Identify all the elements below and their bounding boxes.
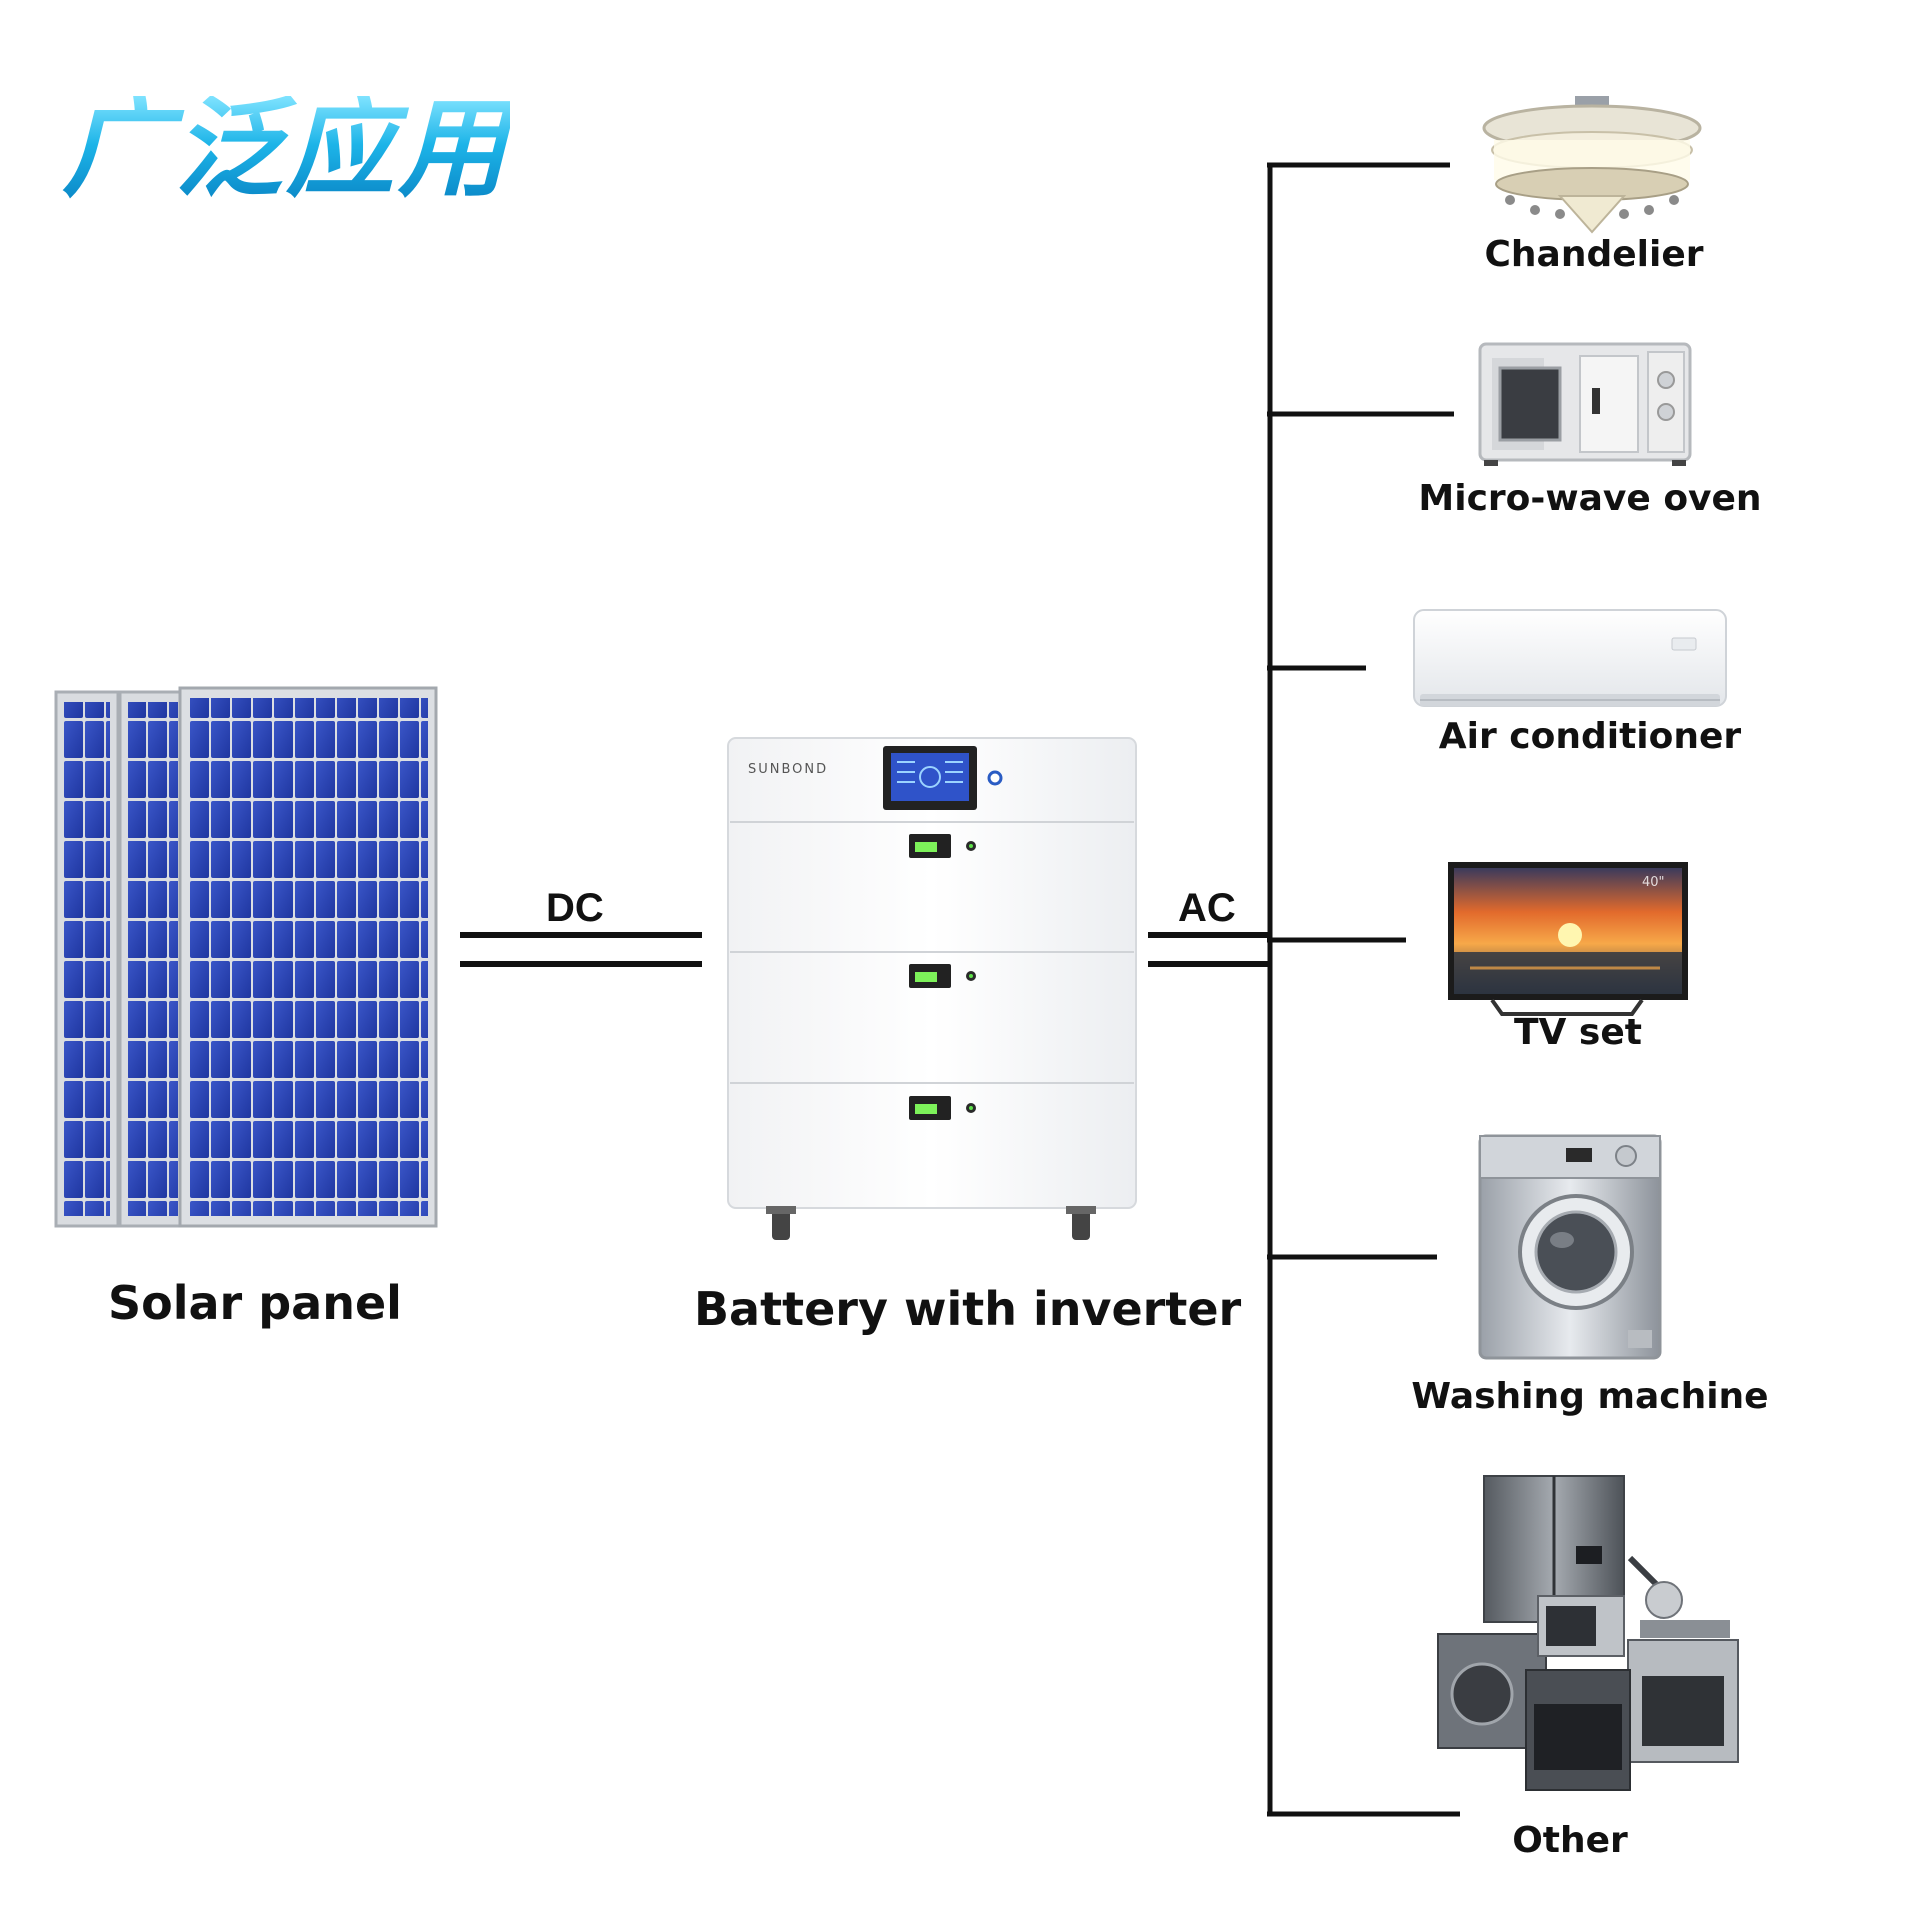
solar-panel-icon [54, 686, 438, 1228]
page-title: 广泛应用 [62, 87, 511, 212]
appliance-label-chandelier: Chandelier [1484, 234, 1704, 275]
ac-distribution-bus [1267, 162, 1460, 1817]
solar-panel-front [178, 686, 438, 1228]
solar-panel-label: Solar panel [108, 1276, 402, 1330]
battery-module-3 [909, 1096, 976, 1120]
solar-panel-middle [118, 690, 188, 1228]
dc-label: DC [546, 886, 604, 930]
appliance-label-washing-machine: Washing machine [1411, 1376, 1769, 1417]
battery-inverter-icon [727, 737, 1137, 1240]
chandelier-icon [1482, 96, 1702, 234]
battery-label: Battery with inverter [694, 1282, 1242, 1336]
power-button-icon [987, 770, 1003, 786]
appliance-label-other: Other [1512, 1820, 1628, 1861]
appliance-label-microwave: Micro-wave oven [1418, 478, 1762, 519]
wheels-icon [766, 1206, 1096, 1240]
tv-screen-text: 40" [1642, 875, 1665, 890]
tv-icon: 40" [1448, 862, 1688, 1016]
air-conditioner-icon [1413, 609, 1727, 707]
washing-machine-icon [1478, 1134, 1662, 1360]
battery-module-1 [909, 834, 976, 858]
appliances-group-icon [1437, 1475, 1739, 1791]
battery-module-2 [909, 964, 976, 988]
ac-connection [1148, 932, 1270, 967]
dc-connection [460, 932, 702, 967]
microwave-icon [1478, 342, 1692, 466]
solar-panel-back [54, 690, 120, 1228]
brand-label: SUNBOND [748, 762, 829, 777]
appliance-label-tv: TV set [1513, 1012, 1642, 1053]
ac-label: AC [1178, 886, 1236, 930]
appliance-label-air-conditioner: Air conditioner [1438, 716, 1742, 757]
